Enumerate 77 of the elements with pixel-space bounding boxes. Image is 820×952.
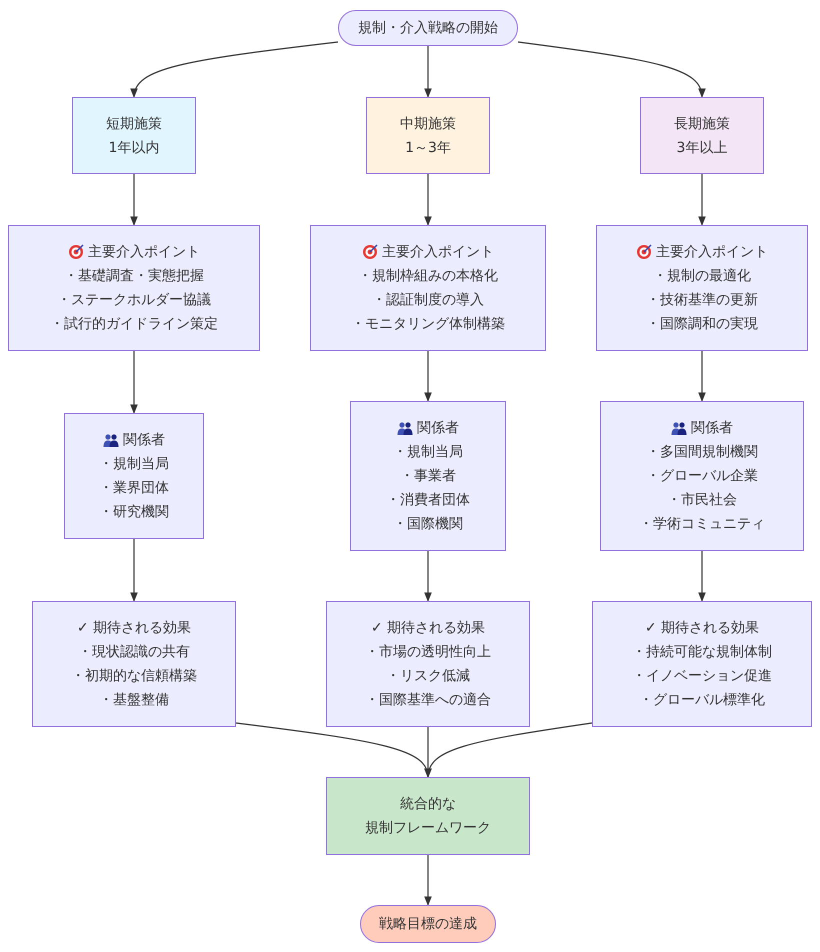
node-text: 1年以内 bbox=[108, 138, 160, 158]
node-heading: ✓ 期待される効果 bbox=[644, 619, 760, 638]
process-box bbox=[326, 601, 530, 727]
node-heading: 関係者 bbox=[417, 419, 459, 438]
end-terminal bbox=[360, 905, 496, 943]
node-text: ・認証制度の導入 bbox=[372, 291, 484, 310]
node-text: ・消費者団体 bbox=[386, 491, 470, 510]
node-heading: 統合的な bbox=[400, 795, 456, 814]
node-heading: 関係者 bbox=[123, 431, 165, 450]
node-heading: 主要介入ポイント bbox=[88, 243, 200, 262]
arrow bbox=[424, 855, 432, 906]
node-text: ・モニタリング体制構築 bbox=[351, 315, 505, 334]
arrow bbox=[424, 174, 432, 226]
node-text: ・多国間規制機関 bbox=[646, 443, 758, 462]
node-text: ・国際機関 bbox=[393, 515, 463, 534]
node-text: ・初期的な信頼構築 bbox=[71, 667, 197, 686]
node-text: 規制フレームワーク bbox=[365, 819, 491, 838]
node-text: 1～3年 bbox=[405, 138, 451, 158]
node-heading: 関係者 bbox=[691, 419, 733, 438]
node-heading: 戦略目標の達成 bbox=[379, 915, 477, 934]
node-text: ・業界団体 bbox=[99, 479, 169, 498]
process-box bbox=[8, 225, 260, 351]
node-text: ・規制当局 bbox=[99, 455, 169, 474]
process-box bbox=[64, 413, 204, 539]
node-text: ・事業者 bbox=[400, 467, 456, 486]
node-text: 3年以上 bbox=[676, 138, 728, 158]
node-text: ・基盤整備 bbox=[99, 691, 169, 710]
process-box bbox=[310, 225, 546, 351]
process-box bbox=[600, 401, 804, 551]
arrow bbox=[424, 351, 432, 402]
process-box bbox=[592, 601, 812, 727]
arrow bbox=[130, 539, 138, 602]
node-heading: ✓ 期待される効果 bbox=[370, 619, 486, 638]
node-text: ・規制の最適化 bbox=[653, 267, 751, 286]
node-text: ・ステークホルダー協議 bbox=[57, 291, 211, 310]
node-text: ・イノベーション促進 bbox=[632, 667, 772, 686]
arrow bbox=[698, 174, 706, 226]
node-heading: ✓ 期待される効果 bbox=[76, 619, 192, 638]
arrow bbox=[132, 41, 338, 98]
node-heading: 主要介入ポイント bbox=[382, 243, 494, 262]
process-box bbox=[350, 401, 506, 551]
node-text: ・国際調和の実現 bbox=[646, 315, 758, 334]
node-heading: 主要介入ポイント bbox=[656, 243, 768, 262]
phase-box bbox=[72, 97, 196, 174]
node-text: ・市場の透明性向上 bbox=[365, 643, 491, 662]
node-heading: 長期施策 bbox=[674, 114, 730, 134]
node-text: ・現状認識の共有 bbox=[78, 643, 190, 662]
node-text: ・国際基準への適合 bbox=[365, 691, 491, 710]
arrow bbox=[130, 174, 138, 226]
node-heading: 中期施策 bbox=[400, 114, 456, 134]
node-text: ・規制枠組みの本格化 bbox=[358, 267, 498, 286]
arrow bbox=[424, 46, 432, 98]
node-text: ・リスク低減 bbox=[386, 667, 470, 686]
phase-box bbox=[366, 97, 490, 174]
arrow bbox=[518, 41, 705, 98]
start-terminal bbox=[338, 10, 518, 46]
node-text: ・持続可能な規制体制 bbox=[632, 643, 772, 662]
node-text: ・グローバル企業 bbox=[646, 467, 758, 486]
arrow bbox=[698, 351, 706, 402]
node-text: ・研究機関 bbox=[99, 503, 169, 522]
arrow bbox=[425, 722, 592, 778]
node-text: ・学術コミュニティ bbox=[639, 515, 765, 534]
process-box bbox=[326, 777, 530, 855]
node-heading: 短期施策 bbox=[106, 114, 162, 134]
node-text: ・市民社会 bbox=[667, 491, 737, 510]
node-text: ・基礎調査・実態把握 bbox=[64, 267, 204, 286]
node-text: ・グローバル標準化 bbox=[639, 691, 765, 710]
node-text: ・試行的ガイドライン策定 bbox=[50, 315, 218, 334]
phase-box bbox=[640, 97, 764, 174]
node-heading: 規制・介入戦略の開始 bbox=[358, 19, 498, 38]
arrow bbox=[130, 351, 138, 414]
node-text: ・規制当局 bbox=[393, 443, 463, 462]
node-text: ・技術基準の更新 bbox=[646, 291, 758, 310]
arrow bbox=[424, 551, 432, 602]
process-box bbox=[32, 601, 236, 727]
process-box bbox=[596, 225, 808, 351]
arrow bbox=[698, 551, 706, 602]
